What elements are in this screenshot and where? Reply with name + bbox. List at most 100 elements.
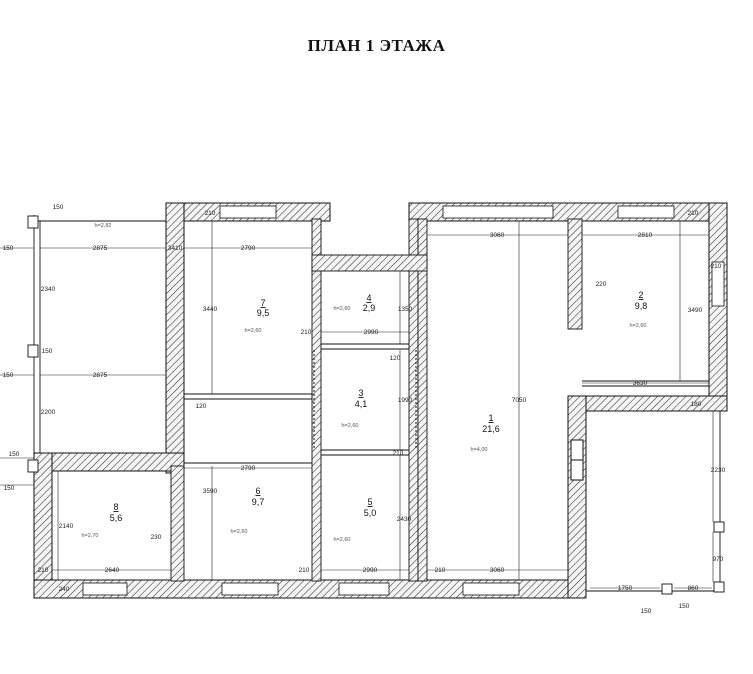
dimension-lines [0, 221, 714, 589]
room-area: 9,5 [257, 308, 270, 318]
room-1: 1 21,6 h=4,00 [471, 413, 500, 453]
window [221, 582, 279, 596]
dim-label: 2200 [41, 409, 56, 416]
dim-label: 2990 [363, 567, 378, 574]
wall-left-upper [165, 202, 185, 474]
window [442, 205, 554, 219]
dim-label: 150 [641, 608, 652, 615]
window [711, 261, 725, 307]
wall-int-v4 [567, 218, 583, 330]
room-height: h=2,60 [334, 537, 351, 543]
room-area: 2,9 [363, 303, 376, 313]
window [82, 582, 128, 596]
room-number: 5 [367, 497, 372, 507]
dim-label: 2140 [59, 523, 74, 530]
room-7: 7 9,5 h=2,60 [245, 298, 270, 334]
dim-label: 1750 [618, 585, 633, 592]
room-2: 2 9,8 h=2,60 [630, 290, 648, 329]
dimension-labels: 150 150 2875 3410 2790 3060 2810 3440 23… [3, 204, 726, 615]
dim-label: 1990 [398, 397, 413, 404]
dim-label: 210 [301, 329, 312, 336]
dim-label: 7050 [512, 397, 527, 404]
wall-int-v1 [311, 218, 322, 582]
dim-label: 150 [9, 451, 20, 458]
interior-walls [170, 218, 583, 582]
dim-label: 150 [42, 348, 53, 355]
room-8: 8 5,6 h=2,70 [82, 502, 123, 539]
room-number: 1 [488, 413, 493, 423]
room-height: h=2,60 [231, 529, 248, 535]
room-area: 9,8 [635, 301, 648, 311]
wall-wing-left [33, 452, 53, 599]
dim-label: 1350 [398, 306, 413, 313]
page-title: ПЛАН 1 ЭТАЖА [307, 36, 446, 55]
window [617, 205, 675, 219]
room-number: 6 [255, 486, 260, 496]
partitions [183, 343, 709, 481]
dim-label: 2875 [93, 372, 108, 379]
wall-int-v3 [417, 218, 428, 582]
dim-label: 150 [3, 245, 14, 252]
room-3: 3 4,1 h=2,60 [342, 388, 368, 429]
room-number: 3 [358, 388, 363, 398]
dim-label: 210 [435, 567, 446, 574]
dim-label: 150 [3, 372, 14, 379]
dim-label: 860 [688, 585, 699, 592]
wall-right-step [567, 395, 728, 412]
dim-label: 3410 [168, 245, 183, 252]
room-5: 5 5,0 h=2,60 [334, 497, 377, 543]
room-6: 6 9,7 h=2,60 [231, 486, 265, 535]
dim-label: 3060 [490, 567, 505, 574]
room-height: h=4,00 [471, 447, 488, 453]
wall-int-v5 [170, 465, 185, 582]
dim-label: 2230 [711, 467, 726, 474]
dim-label: 150 [53, 204, 64, 211]
dim-label: 970 [713, 556, 724, 563]
dim-label: 2875 [93, 245, 108, 252]
room-area: 4,1 [355, 399, 368, 409]
dim-label: 2810 [638, 232, 653, 239]
dim-label: 210 [711, 263, 722, 270]
room-height: h=2,60 [334, 306, 351, 312]
window [219, 205, 277, 219]
dim-label: 180 [691, 401, 702, 408]
dim-label: 2790 [241, 465, 256, 472]
dim-label: 210 [38, 567, 49, 574]
dim-label: 210 [205, 210, 216, 217]
dim-label: 120 [390, 355, 401, 362]
dim-label: 240 [59, 586, 70, 593]
dim-label: 150 [679, 603, 690, 610]
dim-label: 210 [393, 450, 404, 457]
room-number: 4 [366, 293, 371, 303]
window [338, 582, 390, 596]
dim-label: 220 [596, 281, 607, 288]
dim-label: 2340 [41, 286, 56, 293]
partition [183, 393, 313, 400]
dim-label: 120 [196, 403, 207, 410]
room-number: 8 [113, 502, 118, 512]
wall-right-upper [708, 202, 728, 412]
dim-label: 2990 [364, 329, 379, 336]
room-height: h=2,60 [630, 323, 647, 329]
dim-label: 3490 [688, 307, 703, 314]
dim-label: 210 [299, 567, 310, 574]
dim-label: 2430 [397, 516, 412, 523]
dim-label: 3060 [490, 232, 505, 239]
dim-label: 210 [688, 210, 699, 217]
room-area: 21,6 [482, 424, 500, 434]
dim-label: 2640 [105, 567, 120, 574]
wall-int-recess [311, 254, 428, 272]
wall-wing-top [33, 452, 185, 472]
dim-label: 3440 [203, 306, 218, 313]
porch-height: h=2,82 [95, 223, 112, 229]
room-height: h=2,70 [82, 533, 99, 539]
room-4: 4 2,9 h=2,60 [334, 293, 376, 313]
wall-right-lower [567, 395, 587, 599]
room-height: h=2,60 [342, 423, 359, 429]
dim-label: 230 [151, 534, 162, 541]
dim-label: 150 [4, 485, 15, 492]
room-area: 5,6 [110, 513, 123, 523]
room-area: 9,7 [252, 497, 265, 507]
dim-label: 3590 [203, 488, 218, 495]
